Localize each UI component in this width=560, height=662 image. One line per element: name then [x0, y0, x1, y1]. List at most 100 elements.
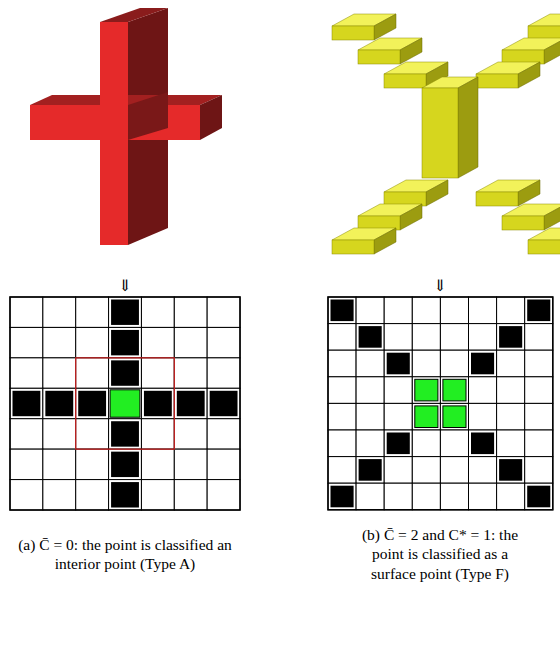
- voxel-front: [332, 26, 374, 40]
- voxel-bar: [358, 38, 422, 64]
- grid-cell: [328, 457, 356, 484]
- grid-cell: [497, 457, 525, 484]
- cross-top: [100, 8, 168, 22]
- voxel-side: [426, 180, 448, 206]
- grid-cell: [328, 297, 356, 324]
- grid-cell: [356, 350, 384, 377]
- grid-cell: [469, 483, 497, 510]
- grid-cell: [384, 430, 412, 457]
- grid-cell: [109, 327, 142, 357]
- grid-cell: [328, 483, 356, 510]
- grid-cell: [384, 403, 412, 430]
- grid-cell: [328, 403, 356, 430]
- grid-cell: [141, 297, 174, 327]
- grid-cell: [109, 480, 142, 510]
- grid-cell: [141, 388, 174, 418]
- grid-cell: [10, 297, 43, 327]
- grid-cell: [412, 377, 440, 404]
- grid-cell: [440, 297, 468, 324]
- black-voxel: [359, 459, 382, 481]
- grid-cell: [10, 358, 43, 388]
- grid-cell: [141, 449, 174, 479]
- cross-front: [30, 105, 200, 140]
- grid-cell: [43, 358, 76, 388]
- grid-cell: [76, 327, 109, 357]
- grid-cell: [356, 297, 384, 324]
- voxel-bar: [476, 62, 540, 88]
- grid-cell: [525, 297, 553, 324]
- grid-cell: [525, 377, 553, 404]
- grid-cell: [440, 457, 468, 484]
- grid-cell: [384, 297, 412, 324]
- black-voxel: [78, 391, 106, 416]
- voxel-front: [422, 88, 458, 178]
- voxel-bar: [358, 204, 422, 230]
- grid-cell: [328, 430, 356, 457]
- voxel-top: [528, 14, 560, 26]
- grid-cell: [43, 449, 76, 479]
- grid-cell: [109, 449, 142, 479]
- black-voxel: [111, 330, 139, 355]
- voxel-side: [400, 38, 422, 64]
- black-voxel: [331, 486, 354, 508]
- grid-cell: [440, 483, 468, 510]
- grid-cell: [109, 419, 142, 449]
- grid-cell: [174, 480, 207, 510]
- voxel-bar: [422, 77, 478, 178]
- grid-cell: [497, 324, 525, 351]
- voxel-bar: [528, 14, 560, 40]
- grid-cell: [525, 483, 553, 510]
- grid-cell: [525, 430, 553, 457]
- grid-cell: [43, 480, 76, 510]
- grid-cell: [469, 430, 497, 457]
- green-voxel: [110, 390, 140, 417]
- grid-cell: [469, 297, 497, 324]
- cross-side: [200, 95, 222, 140]
- grid-cell: [356, 483, 384, 510]
- red-cross-figure: [30, 8, 222, 245]
- grid-cell: [109, 297, 142, 327]
- grid-cell: [207, 358, 240, 388]
- grid-cell: [525, 403, 553, 430]
- cross-side: [128, 8, 168, 245]
- black-voxel: [111, 452, 139, 477]
- grid-cell: [356, 430, 384, 457]
- grid-cell: [525, 324, 553, 351]
- black-voxel: [387, 353, 410, 375]
- black-voxel: [13, 391, 41, 416]
- grid-cell: [174, 327, 207, 357]
- grid-cell: [356, 377, 384, 404]
- voxel-bar: [502, 38, 560, 64]
- grid-cell: [141, 327, 174, 357]
- grid-cell: [525, 350, 553, 377]
- voxel-front: [502, 216, 544, 230]
- grid-cell: [412, 324, 440, 351]
- caption-text: (a) C̄ = 0: the point is classified an i…: [18, 535, 233, 574]
- yellow-staircase-figure: [332, 14, 560, 254]
- black-voxel: [471, 353, 494, 375]
- grid-cell: [328, 350, 356, 377]
- grid-cell: [141, 419, 174, 449]
- grid-cell: [497, 377, 525, 404]
- voxel-bar: [528, 228, 560, 254]
- grid-cell: [497, 350, 525, 377]
- grid-cell: [174, 388, 207, 418]
- voxel-side: [518, 62, 540, 88]
- voxel-top: [528, 228, 560, 240]
- grid-cell: [412, 430, 440, 457]
- grid-cell: [469, 403, 497, 430]
- grid-cell: [440, 324, 468, 351]
- black-voxel: [111, 300, 139, 325]
- green-voxel: [415, 379, 438, 401]
- voxel-bar: [332, 14, 396, 40]
- black-voxel: [499, 326, 522, 348]
- grid-cell: [207, 449, 240, 479]
- black-voxel: [45, 391, 73, 416]
- voxel-side: [374, 228, 396, 254]
- grid-cell: [76, 358, 109, 388]
- grid-cell: [174, 297, 207, 327]
- voxel-front: [476, 74, 518, 88]
- grid-cell: [207, 297, 240, 327]
- grid-cell: [109, 388, 142, 418]
- grid-cell: [141, 358, 174, 388]
